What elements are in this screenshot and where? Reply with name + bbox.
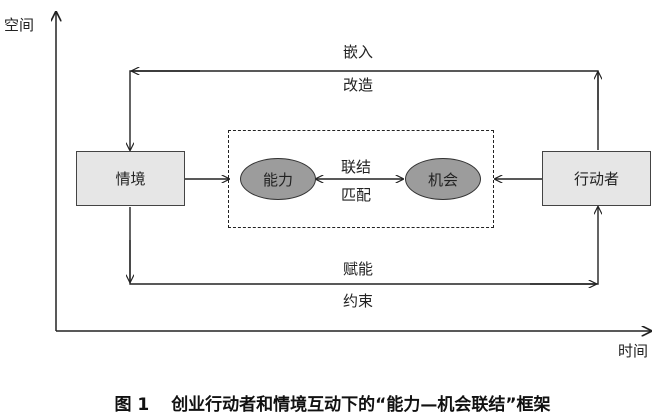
- label-transform: 改造: [343, 76, 374, 94]
- label-match: 匹配: [341, 186, 372, 204]
- capability-label: 能力: [262, 170, 293, 189]
- opportunity-label: 机会: [427, 170, 458, 189]
- caption-number: 图 1: [114, 395, 150, 415]
- label-empower: 赋能: [343, 260, 374, 278]
- capability-oval: 能力: [240, 158, 316, 200]
- figure-caption: 图 1 创业行动者和情境互动下的“能力—机会联结”框架: [0, 390, 665, 415]
- situation-label: 情境: [115, 170, 146, 188]
- opportunity-oval: 机会: [405, 158, 481, 200]
- situation-box: 情境: [76, 151, 185, 206]
- y-axis-label: 空间: [4, 16, 35, 34]
- x-axis-label: 时间: [618, 342, 649, 360]
- caption-text: 创业行动者和情境互动下的“能力—机会联结”框架: [171, 395, 551, 415]
- actor-box: 行动者: [542, 151, 651, 206]
- top-loop-arrow: [130, 70, 599, 150]
- label-link: 联结: [341, 158, 372, 176]
- capability-opportunity-frame: [228, 130, 494, 228]
- actor-label: 行动者: [573, 170, 619, 188]
- label-constrain: 约束: [343, 292, 374, 310]
- label-embed: 嵌入: [343, 43, 374, 61]
